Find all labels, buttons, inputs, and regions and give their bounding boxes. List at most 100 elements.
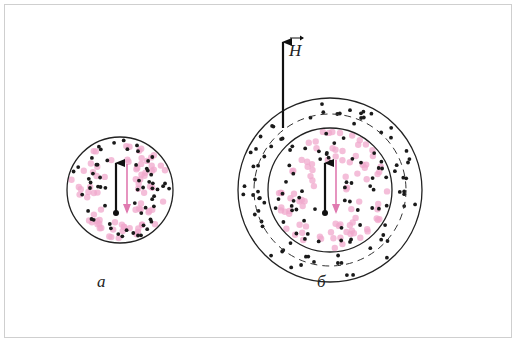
particle-dot [149,173,153,177]
particle-dot [269,145,273,149]
particle-dot [383,223,387,227]
particle-dot [336,261,340,265]
particle-dot [146,169,150,173]
particle-dot [313,138,319,144]
particle-dot [141,186,145,190]
particle-dot [151,186,155,190]
particle-dot [320,102,324,106]
particle-dot [389,136,393,140]
particle-dot [344,184,350,190]
particle-dot [362,110,366,114]
particle-dot [88,186,92,190]
particle-cloud [68,139,171,242]
particle-dot [96,185,100,189]
particle-dot [84,194,90,200]
particle-dot [291,191,297,197]
particle-dot [372,151,376,155]
particle-dot [281,137,285,141]
particle-dot [296,222,302,228]
particle-dot [94,189,100,195]
particle-dot [282,220,286,224]
particle-dot [259,135,263,139]
particle-dot [357,235,363,241]
particle-dot [98,225,104,231]
particle-dot [109,226,113,230]
particle-dot [90,217,94,221]
particle-dot [290,208,294,212]
particle-dot [306,232,310,236]
particle-dot [372,188,376,192]
particle-dot [325,151,329,155]
particle-dot [86,209,90,213]
particle-dot [281,192,285,196]
particle-dot [270,124,274,128]
particle-dot [352,122,356,126]
particle-dot [398,190,402,194]
vector-bar-head [300,36,304,41]
particle-dot [80,193,84,197]
particle-dot [290,144,294,148]
particle-dot [289,266,293,270]
particle-dot [329,129,335,135]
particle-dot [379,238,383,242]
particle-dot [377,207,381,211]
particle-dot [300,189,304,193]
particle-dot [351,230,357,236]
particle-dot [98,176,102,180]
particle-dot [278,190,284,196]
particle-dot [313,207,317,211]
particle-dot [94,164,100,170]
particle-dot [147,180,151,184]
particle-dot [337,130,343,136]
particle-dot [89,181,93,185]
particle-dot [321,110,325,114]
particle-dot [374,171,380,177]
particle-dot [122,139,126,143]
particle-dot [300,237,306,243]
particle-dot [295,208,299,212]
particle-dot [149,217,153,221]
particle-dot [136,188,140,192]
frame [5,5,512,338]
particle-dot [108,222,112,226]
particle-dot [295,232,299,236]
particle-dot [378,164,384,170]
particle-dot [297,196,301,200]
particle-dot [144,206,148,210]
particle-dot [249,151,253,155]
particle-dot [306,140,312,146]
particle-dot [87,184,93,190]
particle-dot [292,199,296,203]
particle-dot [252,165,256,169]
particle-dot [385,256,389,260]
center-dot [113,210,119,216]
particle-dot [408,157,412,161]
particle-dot [136,148,142,154]
particle-dot [261,224,265,228]
particle-dot [112,141,116,145]
particle-dot [287,164,291,168]
particle-dot [152,194,156,198]
particle-dot [345,273,349,277]
particle-dot [385,204,389,208]
particle-dot [381,233,385,237]
particle-dot [329,160,333,164]
particle-dot [356,208,360,212]
particle-dot [158,162,164,168]
particle-dot [299,230,305,236]
particle-dot [348,206,354,212]
particle-dot [380,160,384,164]
particle-dot [149,162,155,168]
atom-outline [67,137,173,243]
particle-dot [277,197,281,201]
particle-dot [136,149,140,153]
particle-dot [317,240,321,244]
particle-dot [138,200,144,206]
particle-dot [333,153,339,159]
panel-letter: а [97,273,106,290]
particle-dot [289,241,293,245]
particle-dot [380,167,384,171]
particle-dot [262,201,266,205]
particle-dot [150,155,154,159]
